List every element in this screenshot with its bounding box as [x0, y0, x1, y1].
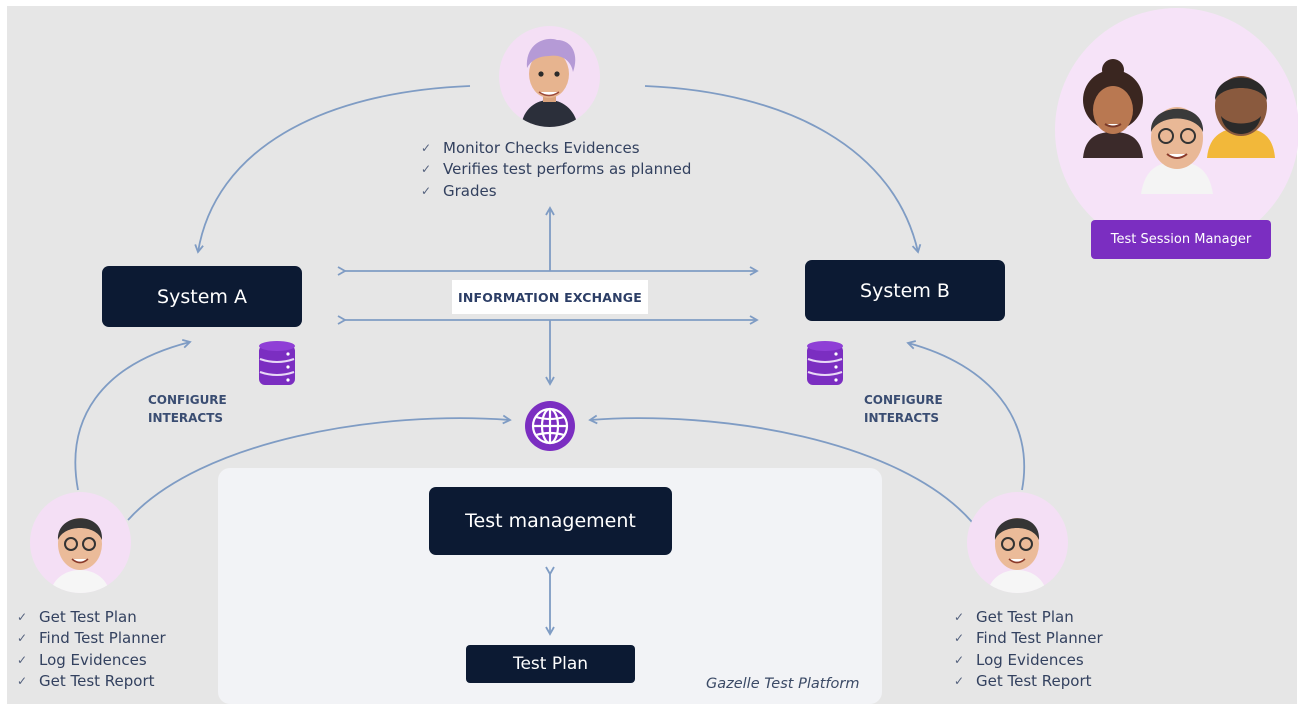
database-icon-a	[259, 341, 295, 385]
session-manager-label: Test Session Manager	[1091, 220, 1271, 259]
system-b-box: System B	[805, 260, 1005, 321]
list-item: ✓Grades	[421, 181, 497, 200]
arrow-monitor-to-system-a	[194, 85, 471, 254]
arrow-tester-left-to-globe	[127, 414, 512, 521]
information-exchange-label: INFORMATION EXCHANGE	[452, 280, 648, 314]
list-item: ✓Get Test Plan	[17, 607, 137, 626]
list-item: ✓Log Evidences	[17, 650, 147, 669]
checkmark-icon: ✓	[421, 162, 432, 177]
system-a-label: System A	[157, 285, 247, 308]
system-b-label: System B	[860, 279, 950, 302]
test-plan-label: Test Plan	[512, 654, 589, 674]
arrow-monitor-to-system-b	[644, 85, 922, 254]
globe-icon	[525, 401, 575, 451]
arrow-tester-right-to-globe	[588, 414, 973, 523]
tester-right-tasks: ✓Get Test Plan ✓Find Test Planner ✓Log E…	[954, 606, 1103, 692]
system-a-box: System A	[102, 266, 302, 327]
list-item: ✓Find Test Planner	[954, 629, 1103, 648]
checkmark-icon: ✓	[17, 631, 28, 646]
list-item: ✓Log Evidences	[954, 650, 1084, 669]
configure-interacts-left: CONFIGURE INTERACTS	[148, 393, 227, 425]
test-management-box: Test management	[429, 487, 672, 555]
list-item: ✓Get Test Plan	[954, 607, 1074, 626]
monitor-responsibilities: ✓Monitor Checks Evidences ✓Verifies test…	[421, 137, 691, 202]
database-icon-b	[807, 341, 843, 385]
session-manager-avatar-group	[1055, 8, 1298, 252]
checkmark-icon: ✓	[17, 674, 28, 689]
checkmark-icon: ✓	[954, 609, 965, 624]
test-management-label: Test management	[465, 510, 636, 532]
list-item: ✓Get Test Report	[17, 672, 155, 691]
list-item: ✓Get Test Report	[954, 672, 1092, 691]
list-item: ✓Find Test Planner	[17, 629, 166, 648]
checkmark-icon: ✓	[421, 183, 432, 198]
tester-right-avatar	[967, 492, 1068, 593]
arrow-tester-right-to-system-b	[906, 340, 1026, 491]
tester-left-avatar	[30, 492, 131, 593]
monitor-avatar	[499, 26, 600, 127]
list-item: ✓Monitor Checks Evidences	[421, 138, 640, 157]
checkmark-icon: ✓	[954, 652, 965, 667]
checkmark-icon: ✓	[17, 609, 28, 624]
platform-label: Gazelle Test Platform	[706, 676, 860, 692]
list-item: ✓Verifies test performs as planned	[421, 160, 692, 179]
checkmark-icon: ✓	[954, 631, 965, 646]
tester-left-tasks: ✓Get Test Plan ✓Find Test Planner ✓Log E…	[17, 606, 166, 692]
checkmark-icon: ✓	[954, 674, 965, 689]
test-plan-box: Test Plan	[466, 645, 635, 683]
checkmark-icon: ✓	[421, 140, 432, 155]
arrow-tester-left-to-system-a	[74, 338, 192, 491]
configure-interacts-right: CONFIGURE INTERACTS	[864, 393, 943, 425]
checkmark-icon: ✓	[17, 652, 28, 667]
